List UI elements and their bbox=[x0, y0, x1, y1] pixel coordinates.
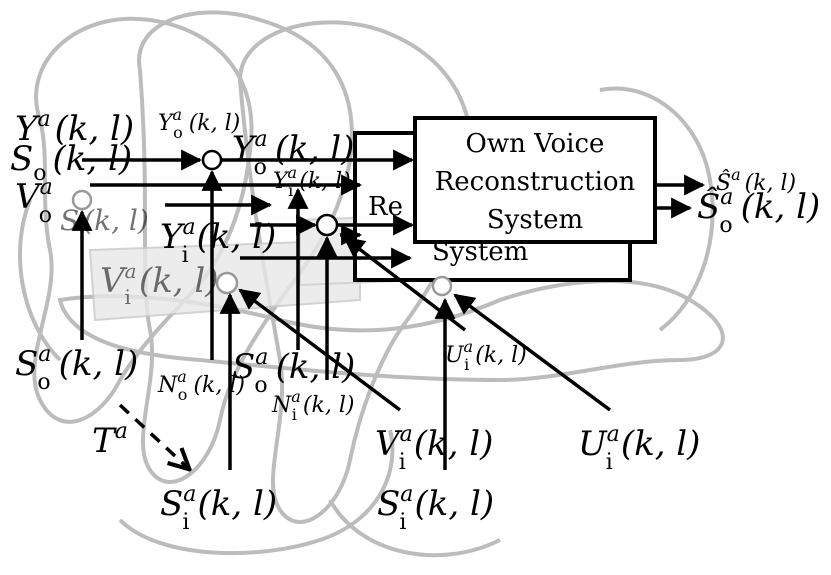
box-line-system: System bbox=[487, 205, 583, 235]
label-ghost-y-left: Ya(k, l) bbox=[15, 107, 134, 149]
head-outline-ghosts bbox=[18, 10, 725, 558]
label-shat-small: Ŝa(k, l) bbox=[716, 165, 796, 196]
box-line-own-voice: Own Voice bbox=[466, 129, 605, 159]
box-back-line-1: Re bbox=[368, 192, 403, 222]
label-ghost-so-left: So(k, l) bbox=[10, 139, 132, 186]
arrow-transfer-t bbox=[118, 403, 188, 468]
label-ghost-s: S(k, l) bbox=[60, 204, 149, 237]
arrow-ui-diag-big bbox=[453, 293, 612, 412]
sum-node-ghost-left bbox=[71, 189, 93, 211]
sum-node-ghost-right bbox=[431, 275, 453, 297]
own-voice-reconstruction-system-box: Own Voice Reconstruction System bbox=[413, 116, 657, 244]
label-t: Ta bbox=[92, 419, 128, 461]
arrow-ui-diag-small bbox=[343, 236, 467, 332]
sum-node-outer bbox=[201, 149, 223, 171]
sum-node-ghost-inner bbox=[215, 271, 239, 295]
box-line-reconstruction: Reconstruction bbox=[435, 167, 636, 197]
signal-arrows bbox=[71, 149, 706, 470]
summing-nodes bbox=[71, 149, 453, 297]
sum-node-inner bbox=[315, 213, 339, 237]
arrow-vi-diag bbox=[238, 288, 402, 412]
